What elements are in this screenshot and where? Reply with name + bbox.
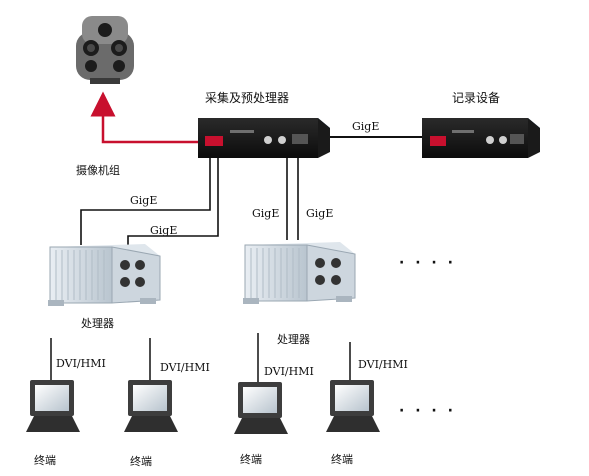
gige-label-recorder: GigE (352, 120, 380, 133)
more-processors-ellipsis: · · · · (399, 255, 456, 271)
terminal-2-label: 终端 (130, 455, 152, 468)
processor-1-label: 处理器 (81, 317, 114, 330)
dvi-label-1: DVI/HMI (56, 357, 106, 370)
camera-feed-arrow (90, 91, 200, 144)
terminal-3-label: 终端 (240, 453, 262, 466)
processor-2-label: 处理器 (277, 333, 310, 346)
collector-label: 采集及预处理器 (205, 91, 290, 105)
gige-links-processor-2 (286, 158, 299, 240)
gige-label-proc2-a: GigE (252, 207, 280, 220)
processor-1-icon (48, 244, 161, 306)
recorder-label: 记录设备 (452, 91, 501, 105)
gige-label-proc1-a: GigE (130, 194, 158, 207)
terminal-4-label: 终端 (331, 453, 353, 466)
dvi-label-3: DVI/HMI (264, 365, 314, 378)
recorder-device-icon (422, 118, 540, 158)
processor-2-icon (243, 242, 356, 304)
dvi-label-2: DVI/HMI (160, 361, 210, 374)
gige-links-processor-1 (80, 158, 219, 245)
terminal-2-icon (124, 380, 178, 432)
gige-label-proc2-b: GigE (306, 207, 334, 220)
terminal-4-icon (326, 380, 380, 432)
gige-label-proc1-b: GigE (150, 224, 178, 237)
dvi-label-4: DVI/HMI (358, 358, 408, 371)
terminal-3-icon (234, 382, 288, 434)
terminal-1-label: 终端 (34, 454, 56, 467)
collector-device-icon (198, 118, 330, 158)
more-terminals-ellipsis: · · · · (399, 403, 456, 419)
camera-label: 摄像机组 (76, 164, 120, 177)
dvi-links (50, 333, 351, 382)
terminal-1-icon (26, 380, 80, 432)
camera-unit-icon (76, 16, 134, 84)
